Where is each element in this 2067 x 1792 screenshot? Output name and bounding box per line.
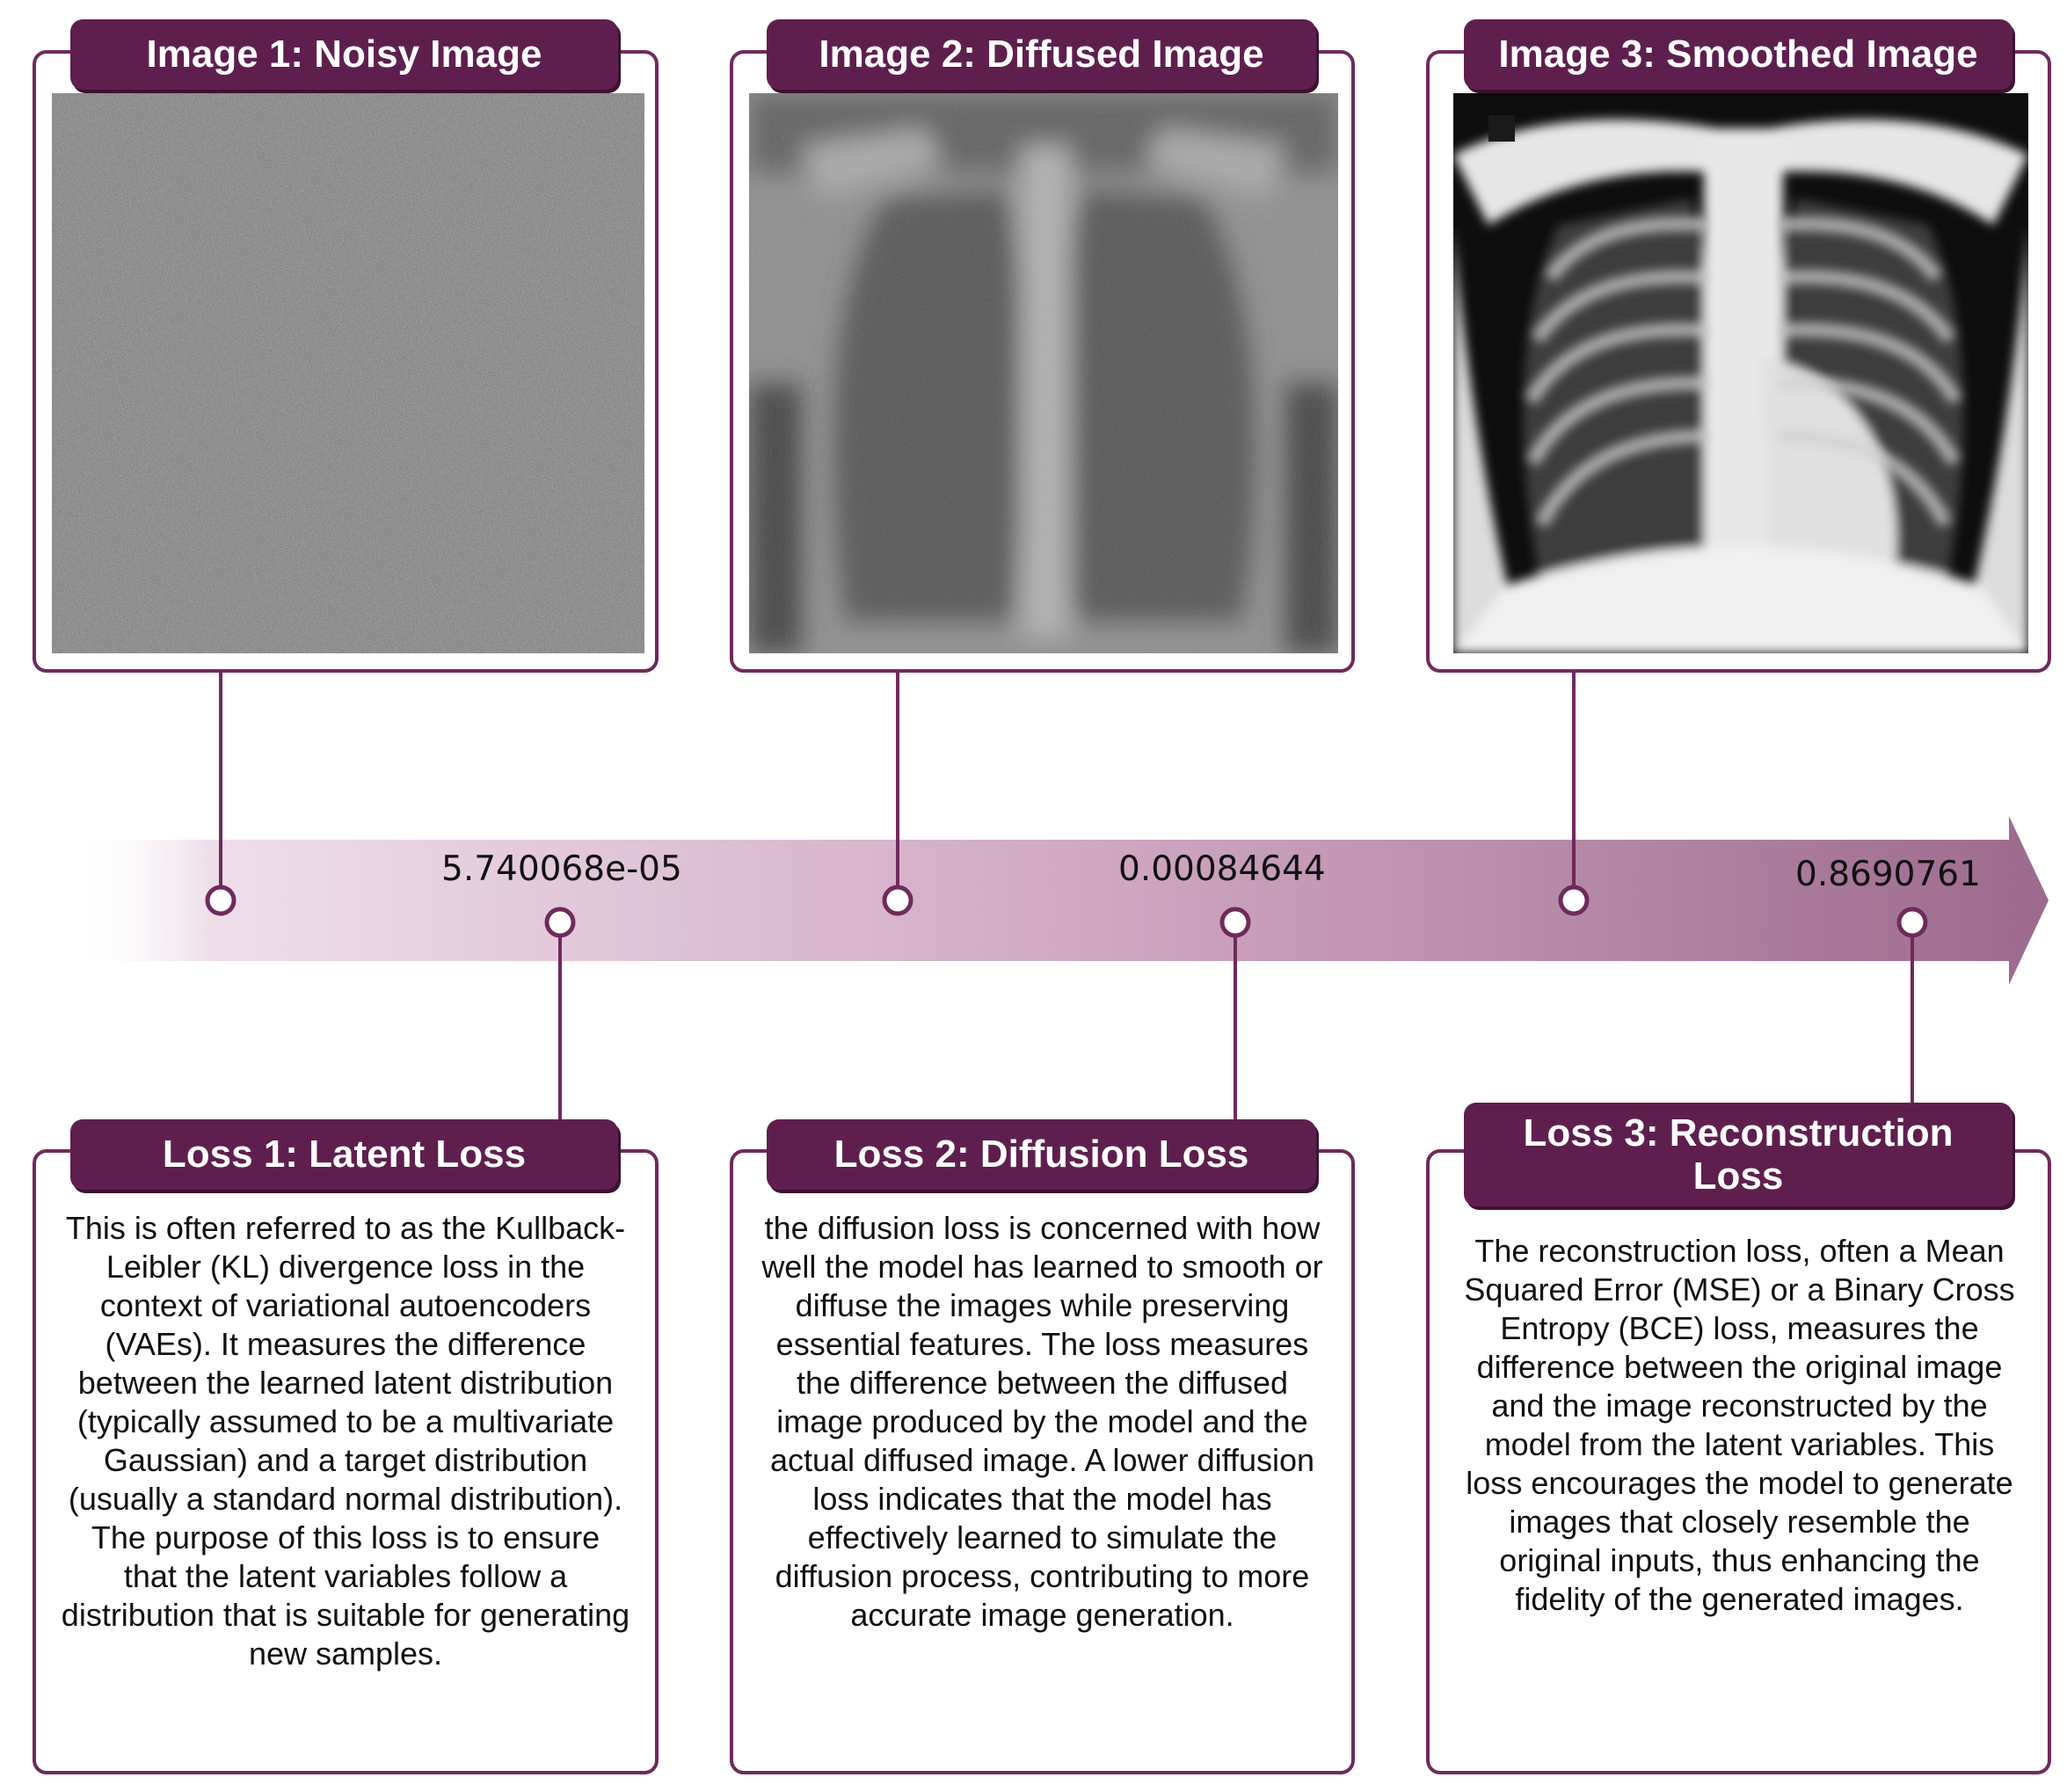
loss-3-title: Loss 3: Reconstruction Loss <box>1464 1103 2012 1206</box>
marker-image-2 <box>882 885 913 916</box>
loss-3-description: The reconstruction loss, often a Mean Sq… <box>1464 1233 2015 1617</box>
smoothed-xray-image <box>1453 93 2028 653</box>
loss-value-1: 5.740068e-05 <box>441 849 682 889</box>
loss-value-3: 0.8690761 <box>1795 855 1981 894</box>
loss-card-1: This is often referred to as the Kullbac… <box>33 1149 659 1774</box>
loss-2-title: Loss 2: Diffusion Loss <box>767 1119 1316 1190</box>
loss-2-description: the diffusion loss is concerned with how… <box>761 1210 1323 1633</box>
noisy-image <box>52 93 644 653</box>
marker-loss-1 <box>544 907 576 938</box>
timeline-arrow <box>70 816 2049 985</box>
marker-image-3 <box>1558 885 1590 916</box>
image-3-title: Image 3: Smoothed Image <box>1464 19 2012 90</box>
image-card-1 <box>33 50 659 673</box>
image-2-title: Image 2: Diffused Image <box>767 19 1316 90</box>
marker-image-1 <box>205 885 237 916</box>
image-card-2 <box>730 50 1355 673</box>
loss-card-2: the diffusion loss is concerned with how… <box>730 1149 1355 1774</box>
marker-loss-2 <box>1219 907 1251 938</box>
loss-1-title: Loss 1: Latent Loss <box>70 1119 618 1190</box>
marker-loss-3 <box>1896 907 1928 938</box>
loss-card-3: The reconstruction loss, often a Mean Sq… <box>1426 1149 2051 1774</box>
image-card-3 <box>1426 50 2051 673</box>
loss-1-description: This is often referred to as the Kullbac… <box>61 1210 630 1672</box>
loss-value-2: 0.00084644 <box>1118 849 1326 889</box>
diffused-xray-image <box>749 93 1338 653</box>
image-1-title: Image 1: Noisy Image <box>70 19 618 90</box>
